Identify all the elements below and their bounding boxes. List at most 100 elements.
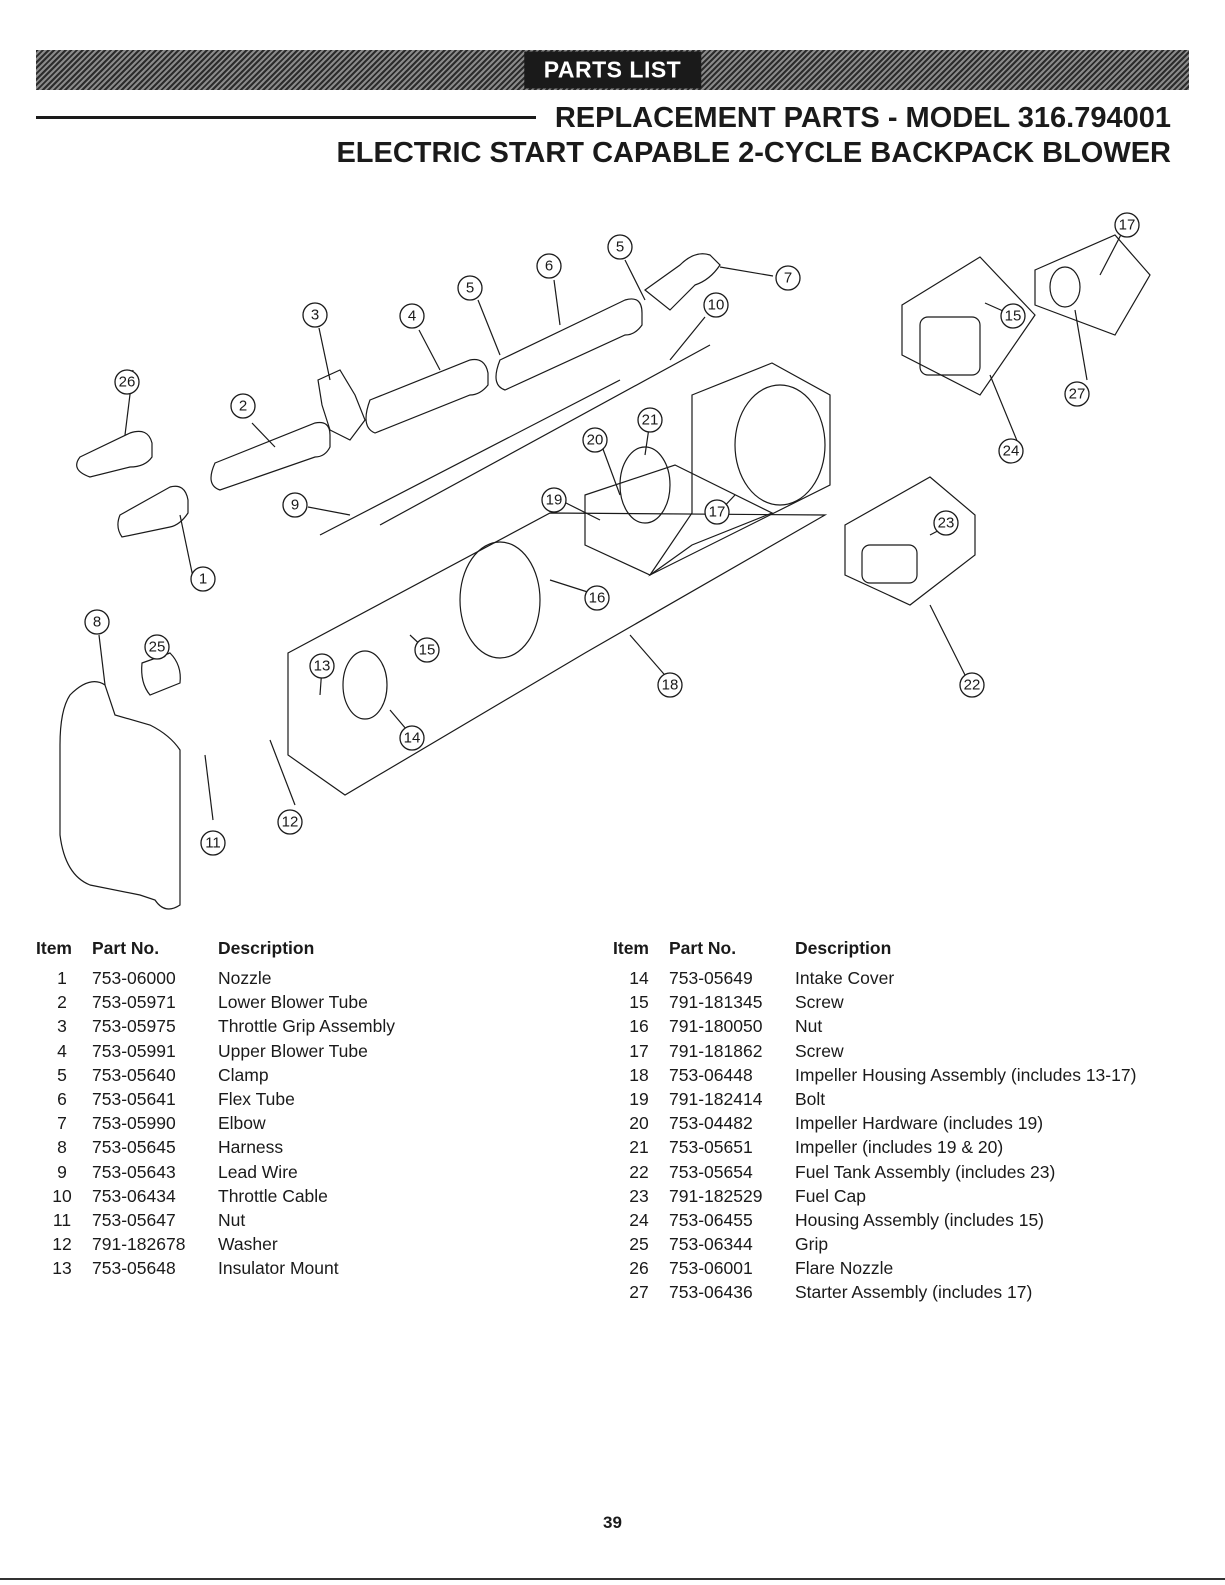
part-number: 753-05651 bbox=[669, 1137, 753, 1158]
item-number: 8 bbox=[57, 1137, 67, 1158]
callout-24: 24 bbox=[1003, 443, 1020, 460]
part-description: Impeller (includes 19 & 20) bbox=[795, 1137, 1004, 1158]
page-number: 39 bbox=[603, 1513, 622, 1532]
part-number: 753-05647 bbox=[92, 1209, 176, 1230]
item-number: 27 bbox=[629, 1282, 649, 1303]
callout-15-a: 15 bbox=[419, 642, 436, 659]
table-header-row: Item Part No. Description bbox=[613, 938, 1136, 968]
table-row: 12 791-182678 Washer bbox=[36, 1234, 395, 1258]
part-number: 753-06455 bbox=[669, 1209, 753, 1230]
header-part-no: Part No. bbox=[92, 938, 160, 958]
part-number: 753-04482 bbox=[669, 1113, 753, 1134]
fuel-tank-shape bbox=[861, 544, 918, 584]
part-number: 753-06448 bbox=[669, 1064, 753, 1085]
part-number: 791-180050 bbox=[669, 1016, 763, 1037]
part-number: 753-06434 bbox=[92, 1185, 176, 1206]
callout-21: 21 bbox=[642, 412, 659, 429]
part-description: Screw bbox=[795, 992, 844, 1013]
header-item: Item bbox=[36, 938, 72, 958]
item-number: 11 bbox=[52, 1209, 72, 1230]
part-description: Impeller Housing Assembly (includes 13-1… bbox=[795, 1064, 1137, 1085]
impeller-housing-box bbox=[287, 512, 828, 796]
callout-22: 22 bbox=[964, 677, 981, 694]
part-description: Bolt bbox=[795, 1088, 826, 1109]
intake-cover-shape bbox=[342, 650, 388, 720]
lower-tube-shape bbox=[210, 421, 331, 491]
part-number: 753-06001 bbox=[669, 1258, 753, 1279]
item-number: 13 bbox=[52, 1258, 72, 1279]
part-number: 753-06344 bbox=[669, 1234, 753, 1255]
part-number: 791-181345 bbox=[669, 992, 763, 1013]
item-number: 18 bbox=[629, 1064, 649, 1085]
part-number: 753-05990 bbox=[92, 1113, 176, 1134]
item-number: 25 bbox=[629, 1234, 649, 1255]
callout-2: 2 bbox=[239, 398, 247, 415]
nozzle-shape bbox=[117, 485, 189, 538]
callout-17-a: 17 bbox=[709, 504, 726, 521]
callout-8: 8 bbox=[93, 614, 101, 631]
item-number: 14 bbox=[629, 968, 649, 988]
item-number: 6 bbox=[57, 1088, 67, 1109]
part-description: Flex Tube bbox=[218, 1088, 295, 1109]
part-number: 753-05641 bbox=[92, 1088, 176, 1109]
header-item: Item bbox=[613, 938, 649, 958]
callout-12: 12 bbox=[282, 814, 299, 831]
part-number: 753-05654 bbox=[669, 1161, 753, 1182]
bottom-rule bbox=[0, 1578, 1225, 1580]
part-description: Nozzle bbox=[218, 968, 272, 988]
part-number: 753-05643 bbox=[92, 1161, 176, 1182]
part-number: 791-182678 bbox=[92, 1234, 186, 1255]
exploded-parts-diagram: 1 2 3 4 5 5 6 7 8 9 10 11 12 13 14 15 15… bbox=[59, 212, 1151, 910]
item-number: 4 bbox=[57, 1040, 67, 1061]
impeller-housing-shape bbox=[459, 541, 541, 659]
part-description: Washer bbox=[218, 1234, 278, 1255]
callout-5-a: 5 bbox=[466, 280, 474, 297]
volute-box bbox=[648, 362, 831, 577]
part-description: Screw bbox=[795, 1040, 844, 1061]
callout-5-b: 5 bbox=[616, 239, 624, 256]
impeller-box bbox=[584, 464, 774, 576]
item-number: 10 bbox=[52, 1185, 72, 1206]
item-number: 9 bbox=[57, 1161, 67, 1182]
flare-nozzle-shape bbox=[76, 430, 153, 478]
part-description: Clamp bbox=[218, 1064, 269, 1085]
callout-27: 27 bbox=[1069, 386, 1086, 403]
callout-20: 20 bbox=[587, 432, 604, 449]
part-number: 791-182529 bbox=[669, 1185, 763, 1206]
fuel-tank-box bbox=[844, 476, 976, 606]
item-number: 17 bbox=[629, 1040, 649, 1061]
part-description: Elbow bbox=[218, 1113, 266, 1134]
item-number: 16 bbox=[629, 1016, 649, 1037]
grip-shape bbox=[141, 652, 181, 696]
callout-7: 7 bbox=[784, 270, 792, 287]
part-description: Insulator Mount bbox=[218, 1258, 339, 1279]
item-number: 12 bbox=[52, 1234, 72, 1255]
part-description: Throttle Grip Assembly bbox=[218, 1016, 395, 1037]
callout-3: 3 bbox=[311, 307, 319, 324]
table-row: 18 753-06448 Impeller Housing Assembly (in… bbox=[613, 1065, 1136, 1089]
item-number: 1 bbox=[57, 968, 67, 988]
part-description: Housing Assembly (includes 15) bbox=[795, 1209, 1045, 1230]
part-description: Lead Wire bbox=[218, 1161, 298, 1182]
callout-9: 9 bbox=[291, 497, 299, 514]
volute-shape bbox=[734, 384, 826, 506]
header-description: Description bbox=[795, 938, 892, 958]
callout-26: 26 bbox=[119, 374, 136, 391]
item-number: 19 bbox=[629, 1088, 649, 1109]
